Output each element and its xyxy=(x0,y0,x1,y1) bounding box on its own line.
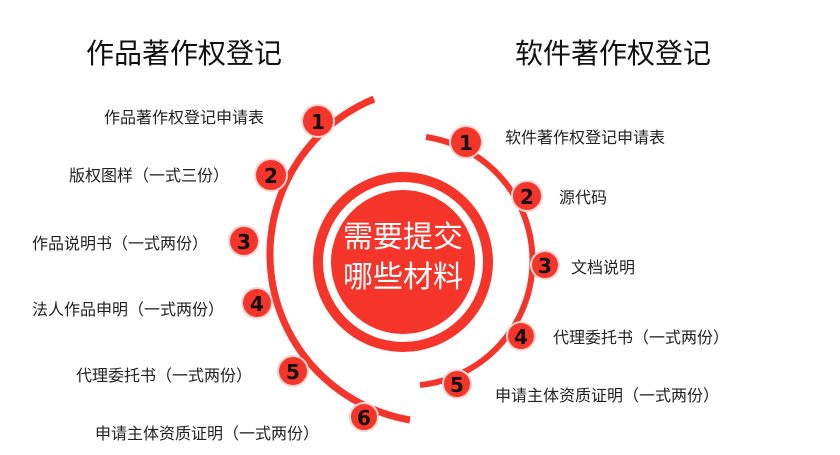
svg-text:2: 2 xyxy=(264,164,278,188)
right-item-5-label: 申请主体资质证明（一式两份） xyxy=(495,386,720,405)
center-label: 需要提交 哪些材料 xyxy=(323,218,483,298)
center-line-1: 需要提交 xyxy=(343,220,463,255)
left-badge-6: 6 xyxy=(349,402,379,432)
left-item-4-label: 法人作品申明（一式两份） xyxy=(32,300,225,319)
right-item-4-label: 代理委托书（一式两份） xyxy=(553,328,730,347)
right-item-1-label: 软件著作权登记申请表 xyxy=(505,128,666,147)
svg-text:3: 3 xyxy=(237,230,251,254)
left-badge-1: 1 xyxy=(301,104,335,138)
left-title: 作品著作权登记 xyxy=(86,37,283,70)
svg-text:2: 2 xyxy=(520,185,534,209)
left-item-1-label: 作品著作权登记申请表 xyxy=(104,108,265,127)
right-badge-3: 3 xyxy=(530,250,560,280)
right-item-2-label: 源代码 xyxy=(559,188,608,207)
center-outer-ring xyxy=(313,172,493,352)
left-item-3-label: 作品说明书（一式两份） xyxy=(32,234,209,253)
left-badge-2: 2 xyxy=(254,158,288,192)
left-badge-3: 3 xyxy=(228,225,260,257)
svg-text:5: 5 xyxy=(286,360,300,384)
center-fill xyxy=(331,190,475,334)
svg-text:4: 4 xyxy=(250,292,264,316)
left-badge-4: 4 xyxy=(241,287,273,319)
left-badge-5: 5 xyxy=(277,355,309,387)
center-line-2: 哪些材料 xyxy=(343,260,463,295)
svg-text:5: 5 xyxy=(450,373,464,397)
svg-text:1: 1 xyxy=(459,131,473,155)
right-item-3-label: 文档说明 xyxy=(571,258,636,277)
left-item-2-label: 版权图样（一式三份） xyxy=(69,166,230,185)
left-item-5-label: 代理委托书（一式两份） xyxy=(76,366,253,385)
svg-text:6: 6 xyxy=(357,406,371,430)
right-title: 软件著作权登记 xyxy=(515,37,712,70)
right-badge-5: 5 xyxy=(442,369,472,399)
svg-text:4: 4 xyxy=(514,325,528,349)
left-item-6-label: 申请主体资质证明（一式两份） xyxy=(95,424,320,443)
svg-text:1: 1 xyxy=(311,110,325,134)
right-badge-2: 2 xyxy=(511,180,543,212)
svg-text:3: 3 xyxy=(538,254,552,278)
right-badge-4: 4 xyxy=(506,321,536,351)
right-badge-1: 1 xyxy=(449,125,483,159)
